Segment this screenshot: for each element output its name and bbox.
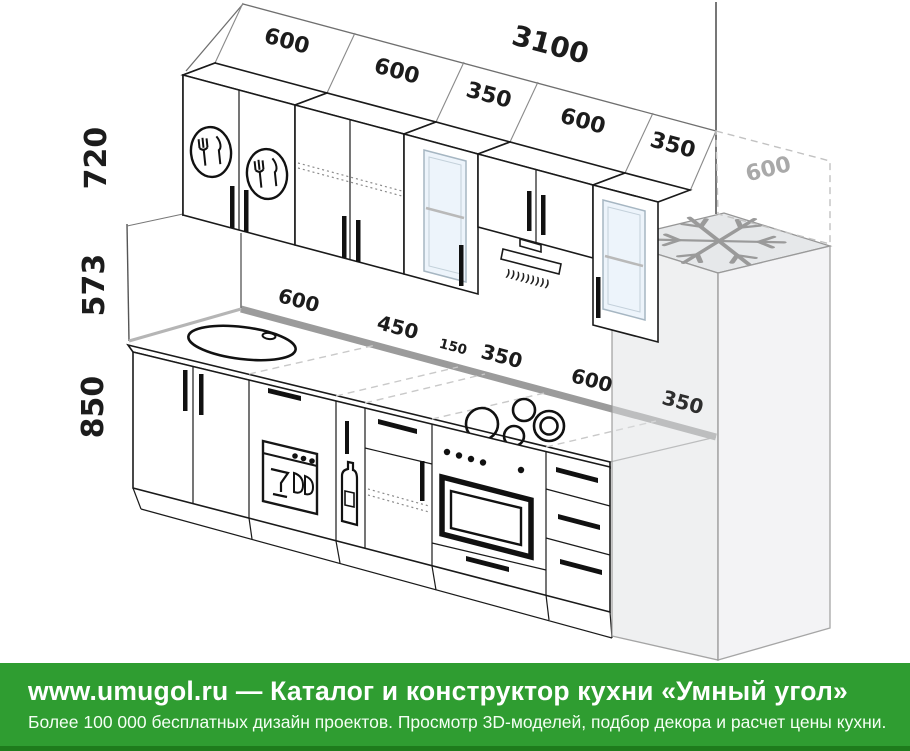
- hood-vent-glyph: ))))))))): [504, 268, 551, 290]
- dim-upper-3: 350: [463, 78, 514, 114]
- kitchen-diagram: ))))))))): [76, 2, 833, 661]
- dim-height-upper: 720: [79, 127, 114, 190]
- bottle-icon: [340, 460, 359, 527]
- site-footer: www.umugol.ru — Каталог и конструктор ку…: [0, 663, 910, 751]
- hob-burners-icon: [464, 397, 566, 448]
- footer-subtitle: Более 100 000 бесплатных дизайн проектов…: [28, 712, 887, 732]
- plinth: [132, 487, 613, 639]
- dim-base-4: 350: [479, 339, 526, 373]
- glass-door: [423, 149, 467, 283]
- fridge-front-face: [717, 245, 831, 661]
- drawers-unit: [545, 467, 611, 575]
- snowflake-icon: [651, 216, 787, 266]
- fridge: [609, 130, 833, 661]
- upper-cabinet-3-glass: [401, 121, 513, 296]
- base-sink-cabinet: [183, 366, 204, 504]
- dishwasher-unit: [261, 388, 319, 516]
- footer-title: www.umugol.ru — Каталог и конструктор ку…: [28, 676, 848, 706]
- dim-base-1: 600: [276, 283, 323, 317]
- upper-cabinets: ))))))))): [180, 61, 628, 296]
- wall-and-dimension-lines: [126, 2, 717, 342]
- sink-icon: [187, 324, 297, 362]
- upper-cabinet-5-glass: [590, 172, 693, 344]
- dim-base-5: 600: [569, 363, 616, 397]
- counter-unit-divider-dashes: [248, 344, 657, 448]
- upper-cabinet-1: [180, 61, 330, 247]
- dim-height-gap: 573: [77, 254, 112, 317]
- oven-unit: [431, 448, 547, 572]
- base-cabinets: [132, 350, 613, 639]
- oven-window: [449, 489, 523, 547]
- dim-upper-1: 600: [261, 24, 312, 60]
- footer-dark-strip: [0, 746, 910, 751]
- dim-total-width: 3100: [509, 19, 593, 71]
- dishwasher-icon: [261, 439, 319, 516]
- dim-base-2: 450: [375, 310, 422, 344]
- footer-bar: www.umugol.ru — Каталог и конструктор ку…: [0, 663, 910, 746]
- fridge-depth-dashed-box: [715, 130, 831, 245]
- dim-height-base: 850: [76, 376, 111, 439]
- dim-base-3: 150: [437, 336, 468, 359]
- dim-upper-4: 600: [557, 104, 608, 140]
- bottle-unit: [340, 421, 359, 527]
- dim-upper-5: 350: [647, 128, 698, 164]
- dimension-extension-lines: [214, 2, 717, 192]
- oven-control-dots: [443, 448, 525, 474]
- oven-door: [439, 473, 534, 561]
- dim-upper-2: 600: [371, 54, 422, 90]
- base-cabinet-350: [364, 419, 433, 513]
- dim-fridge-width: 600: [743, 152, 794, 187]
